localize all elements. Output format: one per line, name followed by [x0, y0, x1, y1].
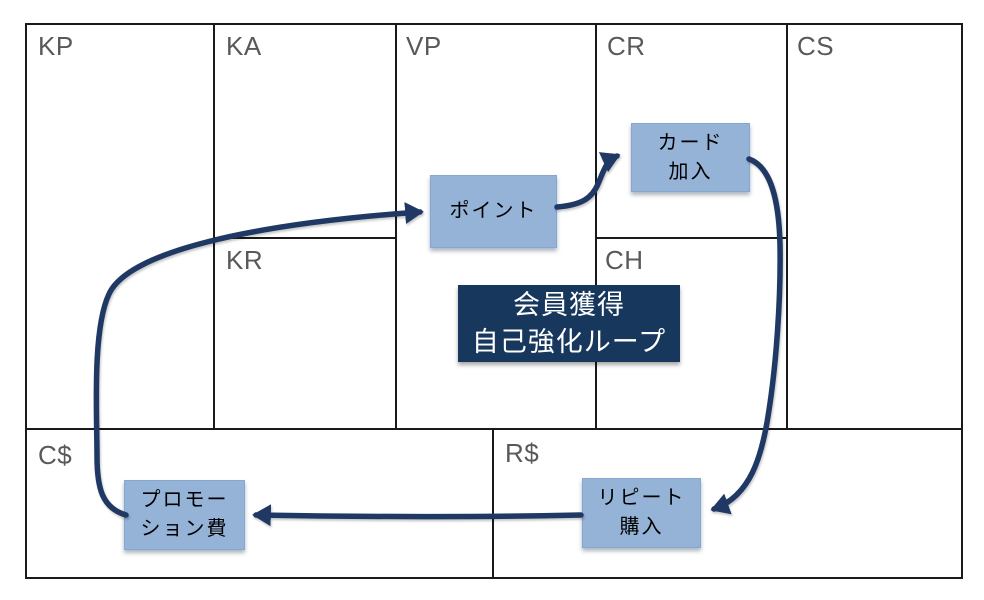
node-promotion-cost-line2: ション費	[140, 518, 229, 540]
node-repeat-purchase: リピート 購入	[582, 478, 701, 548]
divider-cost-revenue	[492, 428, 494, 579]
cell-label-revenue: R$	[505, 438, 540, 468]
node-points-label: ポイント	[449, 200, 538, 222]
divider-cr-ch	[595, 237, 788, 239]
node-repeat-purchase-line1: リピート	[597, 487, 686, 509]
divider-kp-ka	[213, 23, 215, 429]
loop-title-plate: 会員獲得 自己強化ループ	[458, 285, 680, 362]
canvas-outer-border	[25, 23, 963, 579]
divider-ka-vp	[395, 23, 397, 429]
cell-label-ch: CH	[605, 245, 644, 275]
node-repeat-purchase-line2: 購入	[619, 516, 664, 538]
cell-label-vp: VP	[406, 31, 442, 61]
cell-label-ka: KA	[226, 31, 262, 61]
divider-cr-cs	[786, 23, 788, 429]
node-card-join-line1: カード	[657, 131, 724, 154]
divider-top-bottom	[25, 428, 963, 430]
node-card-join: カード 加入	[631, 123, 750, 192]
node-card-join-line2: 加入	[668, 160, 713, 183]
divider-ka-kr	[213, 237, 397, 239]
cell-label-cr: CR	[607, 31, 646, 61]
node-promotion-cost: プロモー ション費	[124, 480, 245, 550]
loop-title-line2: 自己強化ループ	[471, 326, 667, 357]
node-promotion-cost-line1: プロモー	[140, 489, 229, 511]
cell-label-cost: C$	[38, 440, 73, 470]
divider-vp-cr	[595, 23, 597, 429]
loop-title-line1: 会員獲得	[513, 290, 625, 321]
cell-label-kp: KP	[38, 31, 74, 61]
node-points: ポイント	[430, 175, 557, 248]
cell-label-kr: KR	[226, 245, 264, 275]
cell-label-cs: CS	[797, 31, 835, 61]
